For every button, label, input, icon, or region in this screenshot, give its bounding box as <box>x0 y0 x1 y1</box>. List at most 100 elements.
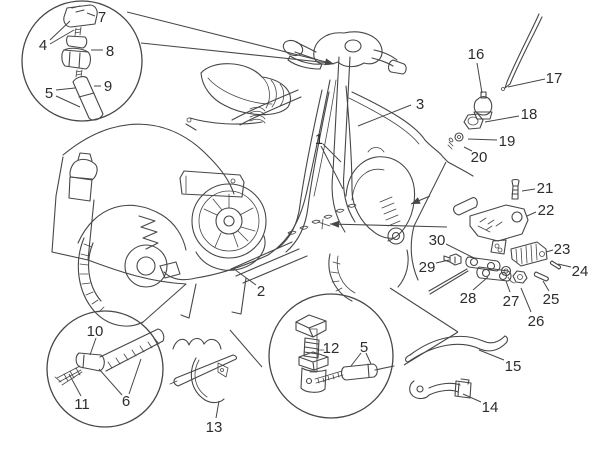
part-6-cable-sheath <box>99 328 165 372</box>
scooter-steering-column <box>331 56 356 233</box>
part-4-screw-stem <box>74 26 82 37</box>
part-7-trunnion-barrel <box>63 4 98 28</box>
scooter-front-mudguard <box>345 147 416 245</box>
part-label-6-leader-1 <box>128 358 142 395</box>
part-5-cable-ferrule <box>341 363 378 381</box>
part-9-outer-tube <box>72 76 104 121</box>
part-5-cable-exit <box>374 365 395 371</box>
part-28-clevis-links <box>465 256 512 282</box>
part-27-split-pin <box>507 276 516 284</box>
part-label-1: 1 <box>315 131 323 148</box>
callout-circle-anchor-bolt-detail <box>268 293 394 419</box>
part-5-threaded-rod <box>314 370 344 384</box>
part-21-screw <box>511 178 520 200</box>
part-10-sheath-cap <box>75 352 105 372</box>
part-label-13: 13 <box>206 419 223 436</box>
part-label-20-leader-0 <box>463 146 473 152</box>
detail-anchor-bolt <box>295 314 395 393</box>
part-label-14: 14 <box>482 399 499 416</box>
part-label-19: 19 <box>499 133 516 150</box>
part-label-28: 28 <box>460 290 477 307</box>
part-label-13-leader-0 <box>215 400 220 419</box>
part-12-bracket <box>309 328 325 373</box>
part-label-4-leader-1 <box>49 29 75 45</box>
scooter-seat <box>185 63 291 131</box>
connector-line-4 <box>413 161 447 227</box>
scooter-shock-spring <box>138 215 159 250</box>
part-label-29-leader-0 <box>435 259 450 264</box>
part-24-pin <box>549 260 562 270</box>
part-label-5-upper-leader-1 <box>55 95 81 108</box>
part-label-27: 27 <box>503 293 520 310</box>
part-label-21-leader-0 <box>521 188 536 192</box>
part-label-25-leader-0 <box>542 280 550 292</box>
part-label-27-leader-0 <box>505 280 511 293</box>
part-25-clevis-pin <box>533 271 549 282</box>
part-label-7: 7 <box>98 9 106 26</box>
pointer-floorboard-mount-arrowhead <box>330 220 340 228</box>
part-label-1-leader-1 <box>320 145 344 190</box>
part-label-5-upper-leader-0 <box>55 87 76 91</box>
callout-circle-cable-adjuster-detail <box>21 0 143 122</box>
part-ferrule-small <box>66 35 88 49</box>
part-18-hex-nut <box>463 113 484 130</box>
callout-circle-cable-end-detail <box>46 310 164 428</box>
scooter-underside-stand <box>87 259 247 350</box>
part-26-nut <box>512 270 528 284</box>
scooter-rear-body <box>62 123 235 251</box>
part-label-3-leader-0 <box>357 104 412 127</box>
part-label-5-lower-leader-0 <box>350 352 362 367</box>
part-label-6: 6 <box>122 393 130 410</box>
connector-line-1 <box>403 331 459 366</box>
part-label-15: 15 <box>505 358 522 375</box>
pointer-handlebar-detail-lower <box>140 42 331 64</box>
part-23-pedal-rubber <box>510 241 548 267</box>
part-label-4-leader-0 <box>49 20 71 41</box>
part-label-11-leader-0 <box>68 373 82 397</box>
part-label-2: 2 <box>257 283 265 300</box>
scooter-illustration <box>51 31 474 350</box>
part-12-anchor-bolt-head <box>295 314 327 338</box>
part-label-24-leader-0 <box>557 263 572 268</box>
part-label-10: 10 <box>87 323 104 340</box>
part-12-barrel-nut-hole <box>305 377 313 385</box>
part-19-washer-bore <box>457 135 461 139</box>
scooter-handlebar <box>282 31 407 75</box>
pointer-fork-base-arrowhead <box>411 197 421 204</box>
scooter-engine <box>179 170 267 271</box>
connector-lines <box>141 161 459 368</box>
part-label-24: 24 <box>572 263 589 280</box>
part-label-20: 20 <box>471 149 488 166</box>
part-label-25: 25 <box>543 291 560 308</box>
part-label-10-leader-0 <box>89 337 97 356</box>
part-label-26: 26 <box>528 313 545 330</box>
part-label-5-upper: 5 <box>45 85 53 102</box>
part-15-brake-rod <box>405 335 508 363</box>
part-12-anchor-bolt-shank <box>303 337 320 359</box>
callout-circles <box>21 0 394 428</box>
part-label-15-leader-0 <box>478 349 505 361</box>
part-22-pedal-bracket <box>453 197 529 255</box>
part-label-17-leader-0 <box>507 78 546 88</box>
part-11-inner-wire <box>54 365 83 386</box>
pointer-floorboard-mount <box>329 223 448 228</box>
part-19-washer <box>454 132 464 142</box>
part-26-nut-bore <box>517 274 523 280</box>
part-label-16: 16 <box>468 46 485 63</box>
detail-upper-cable-adjuster <box>61 4 104 121</box>
connector-line-2 <box>229 329 263 368</box>
part-label-22-leader-0 <box>526 211 537 217</box>
connector-line-0 <box>389 287 459 333</box>
part-label-6-leader-0 <box>98 368 123 396</box>
part-label-28-leader-0 <box>472 276 489 291</box>
part-label-19-leader-0 <box>467 138 498 141</box>
part-label-5-lower-leader-1 <box>365 352 372 365</box>
connector-line-3 <box>141 283 187 324</box>
part-12-barrel-nut <box>298 351 329 393</box>
part-label-8: 8 <box>106 43 114 60</box>
part-label-30: 30 <box>429 232 446 249</box>
part-label-2-leader-0 <box>233 268 257 286</box>
part-label-18-leader-0 <box>484 115 520 123</box>
part-20-screw <box>447 137 454 150</box>
pointer-handlebar-detail-upper-arrowhead <box>324 58 334 66</box>
